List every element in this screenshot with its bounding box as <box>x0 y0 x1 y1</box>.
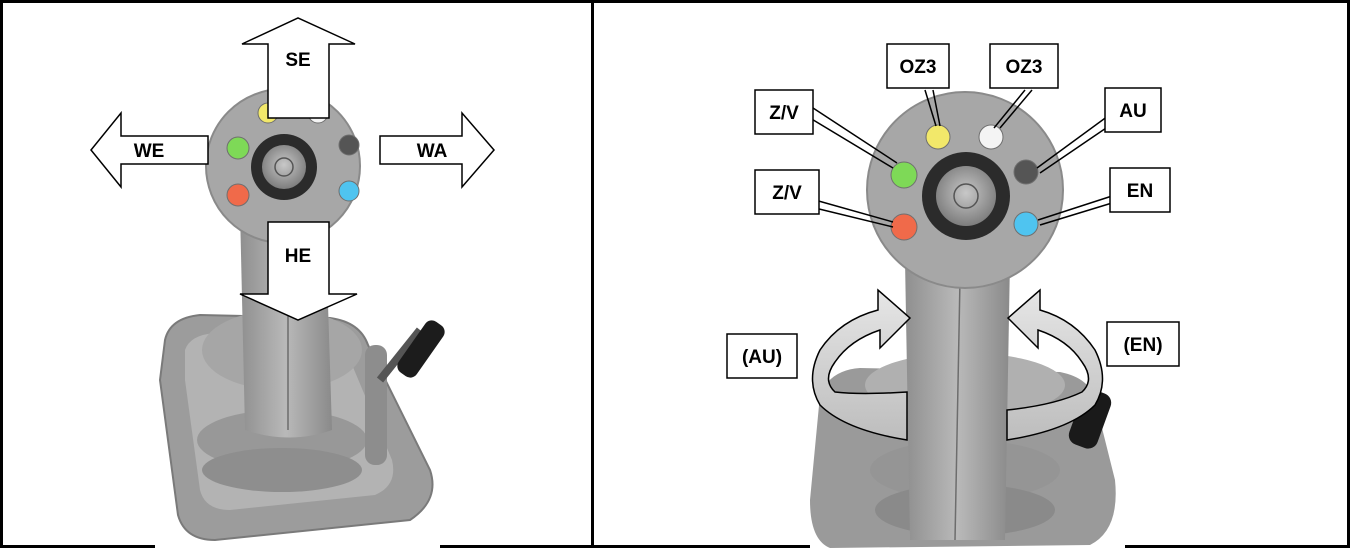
thumbstick <box>936 166 996 226</box>
label-oz3-left: OZ3 <box>887 44 949 88</box>
arrow-up-label: SE <box>285 50 310 71</box>
label-au-rotation: (AU) <box>727 334 797 378</box>
label-au: AU <box>1105 88 1161 132</box>
boot-ring <box>202 448 362 492</box>
button-blue <box>1014 212 1038 236</box>
arrow-left: WE <box>91 113 208 187</box>
label-en-text: EN <box>1127 181 1153 202</box>
label-oz3-left-text: OZ3 <box>900 57 937 78</box>
label-au-rotation-text: (AU) <box>742 347 782 368</box>
side-lever-mount <box>365 345 387 465</box>
label-zv-top: Z/V <box>755 90 813 134</box>
button-green <box>227 137 249 159</box>
label-en-rotation-text: (EN) <box>1123 335 1162 356</box>
arrow-right: WA <box>380 113 494 187</box>
button-grey <box>339 135 359 155</box>
label-en-rotation: (EN) <box>1107 322 1179 366</box>
label-zv-bottom: Z/V <box>755 170 819 214</box>
thumbstick <box>262 145 306 189</box>
button-white <box>979 125 1003 149</box>
label-zv-bottom-text: Z/V <box>772 183 802 204</box>
label-au-text: AU <box>1119 101 1146 122</box>
label-oz3-right: OZ3 <box>990 44 1058 88</box>
arrow-right-label: WA <box>417 141 448 162</box>
button-grey <box>1014 160 1038 184</box>
label-zv-top-text: Z/V <box>769 103 799 124</box>
button-red <box>891 214 917 240</box>
left-frame-gap <box>155 544 440 548</box>
button-red <box>227 184 249 206</box>
button-yellow <box>926 125 950 149</box>
label-en: EN <box>1110 168 1170 212</box>
arrow-left-label: WE <box>134 141 165 162</box>
label-oz3-right-text: OZ3 <box>1006 57 1043 78</box>
button-blue <box>339 181 359 201</box>
button-green <box>891 162 917 188</box>
arrow-down-label: HE <box>285 246 311 267</box>
